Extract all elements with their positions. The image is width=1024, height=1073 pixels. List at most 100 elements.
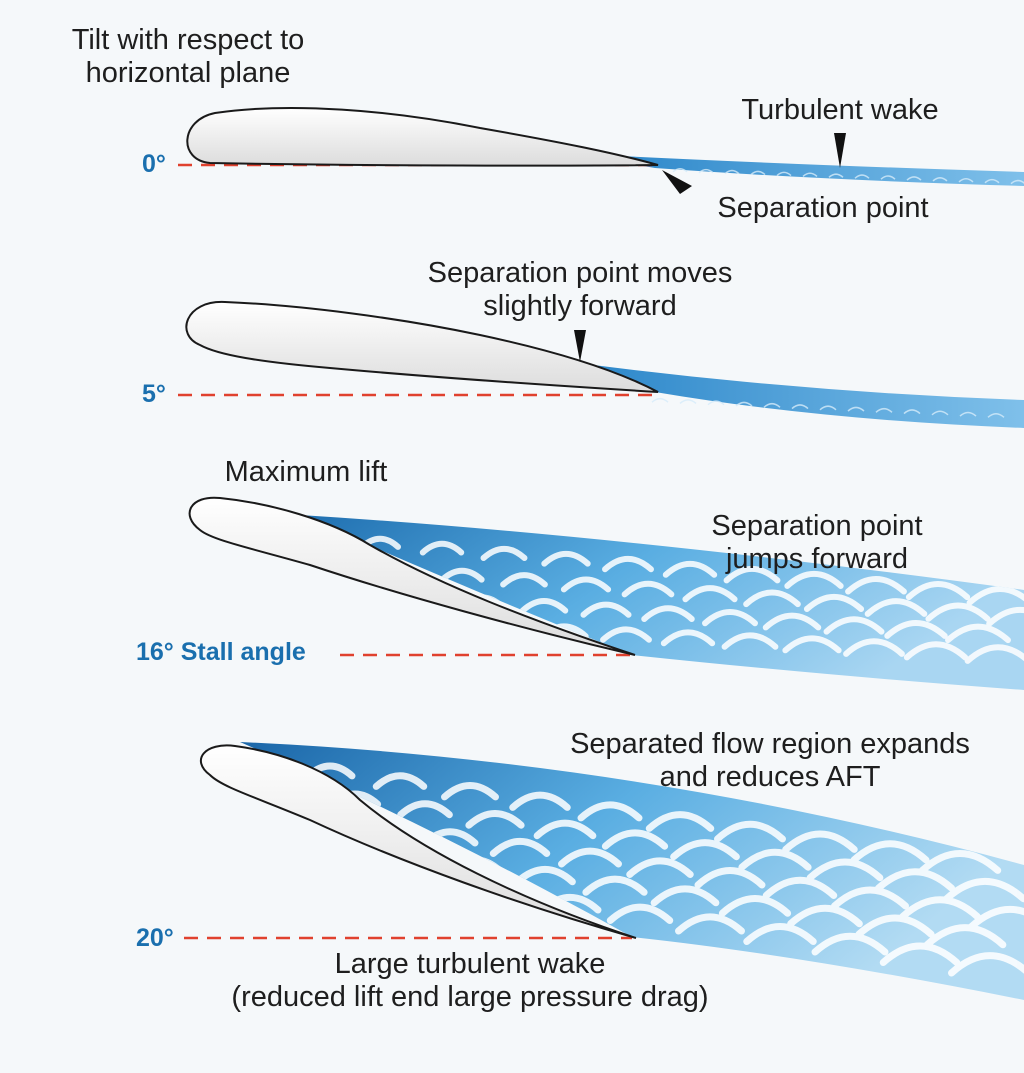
wake-eddy [675, 913, 745, 935]
tilt-label-line1: Tilt with respect to [71, 24, 305, 56]
wake-eddy [698, 168, 714, 174]
wake-eddy [738, 848, 812, 871]
wake-eddy [931, 410, 949, 416]
wake-eddy [899, 896, 981, 920]
wake-eddy [682, 585, 738, 603]
wake-eddy [879, 942, 961, 966]
wake-eddy [721, 632, 779, 650]
separation-point-pointer-0 [662, 170, 692, 194]
large-turbulent-wake-label: Large turbulent wake (reduced lift end l… [170, 948, 770, 1014]
separated-flow-label: Separated flow region expands and reduce… [520, 728, 1020, 794]
maximum-lift-label: Maximum lift [224, 456, 388, 488]
wake-eddy [986, 607, 1024, 627]
wake-eddy [959, 411, 977, 417]
wake-eddy [500, 572, 548, 588]
wake-eddy [439, 567, 485, 583]
wake-eddy [843, 638, 905, 657]
wake-eddy [723, 565, 781, 584]
wake-eddy [966, 586, 1024, 606]
wake-eddy [776, 171, 792, 177]
turbulent-wake-5 [578, 363, 1024, 428]
separation-point-label: Separation point [717, 192, 929, 224]
wake-eddy [621, 580, 675, 598]
wake-eddy [650, 885, 720, 907]
wake-eddy [784, 571, 844, 589]
wake-eddy [419, 540, 465, 556]
wake-eddy [397, 800, 453, 819]
wake-eddy [903, 409, 921, 415]
panel-0-degrees [178, 106, 1024, 194]
wake-eddy [724, 169, 740, 175]
wake-eddy [905, 581, 971, 601]
wake-eddy [702, 608, 758, 627]
wake-eddy [465, 810, 525, 829]
tilt-label-line2: horizontal plane [85, 57, 291, 89]
wake-eddy [831, 886, 909, 910]
wake-eddy [670, 839, 740, 861]
wake-eddy [626, 857, 694, 878]
turbulent-wake-label: Turbulent wake [741, 94, 939, 126]
wake-eddy [519, 598, 569, 614]
wake-eddy [580, 601, 632, 618]
wake-eddy [845, 576, 907, 595]
wake-eddies-0 [672, 167, 1024, 185]
wake-eddy [582, 875, 648, 896]
wake-eddy [372, 772, 428, 790]
wake-eddy [787, 904, 863, 928]
wake-eddy [601, 829, 669, 850]
separation-moves-forward-line2: slightly forward [483, 290, 677, 322]
wake-eddy [948, 952, 1024, 977]
wake-eddy [987, 412, 1005, 418]
wake-eddy [489, 838, 551, 857]
panel-20-degrees [184, 742, 1024, 1000]
wake-eddy [602, 555, 654, 573]
wake-eddy [880, 175, 896, 180]
wake-eddy [847, 406, 865, 412]
wake-eddies-5 [651, 397, 1005, 418]
wake-eddy [823, 616, 885, 635]
wake-eddy [943, 877, 1024, 903]
wake-eddy [984, 178, 1000, 184]
wake-eddy [854, 174, 870, 179]
wake-eddy [864, 598, 928, 617]
angle-label-0: 0° [142, 150, 166, 178]
wake-eddy [762, 876, 838, 899]
wake-eddy [945, 623, 1011, 644]
wake-eddy [509, 791, 571, 811]
airfoil-16 [188, 496, 636, 656]
airfoil-20 [199, 744, 637, 939]
airfoil-0 [186, 106, 659, 167]
wake-eddy [925, 602, 991, 622]
wake-eddy [743, 589, 801, 608]
wake-eddy [762, 612, 822, 631]
wake-eddy [750, 170, 766, 176]
wake-eddy [600, 626, 652, 643]
tilt-label: Tilt with respect to horizontal plane [28, 24, 348, 90]
wake-eddy [875, 407, 893, 413]
wake-eddy [441, 781, 499, 801]
wake-eddy [645, 811, 715, 832]
wake-eddy [743, 923, 817, 945]
wake-eddy [855, 914, 935, 938]
large-turbulent-wake-line2: (reduced lift end large pressure drag) [231, 981, 709, 1013]
wake-eddy [964, 644, 1024, 664]
turbulent-wake-pointer-0 [834, 133, 846, 168]
separation-point-pointer-5 [574, 330, 586, 362]
wake-eddy [884, 620, 948, 639]
wake-eddy [803, 593, 865, 613]
separation-jumps-forward-line2: jumps forward [725, 543, 909, 575]
wake-eddy [906, 176, 922, 181]
separation-moves-forward-line1: Separation point moves [427, 257, 733, 289]
wake-eddy [672, 167, 688, 173]
wake-eddy [782, 635, 842, 654]
wake-eddy [606, 903, 674, 924]
wake-eddy [480, 545, 528, 562]
wake-eddy [819, 405, 837, 411]
angle-label-16: 16° Stall angle [136, 638, 306, 666]
wake-eddy [811, 932, 889, 956]
wake-eddy [660, 629, 716, 647]
wake-eddy [735, 401, 753, 407]
wake-eddy [714, 820, 786, 843]
wake-eddy [806, 858, 884, 882]
